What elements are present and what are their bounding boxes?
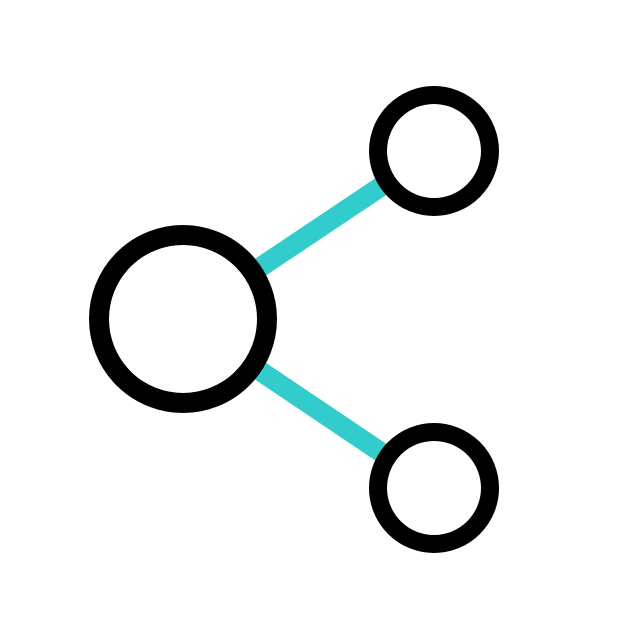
share-node-main [89, 225, 277, 413]
share-node-bottom [369, 423, 499, 553]
share-node-top [369, 86, 499, 216]
